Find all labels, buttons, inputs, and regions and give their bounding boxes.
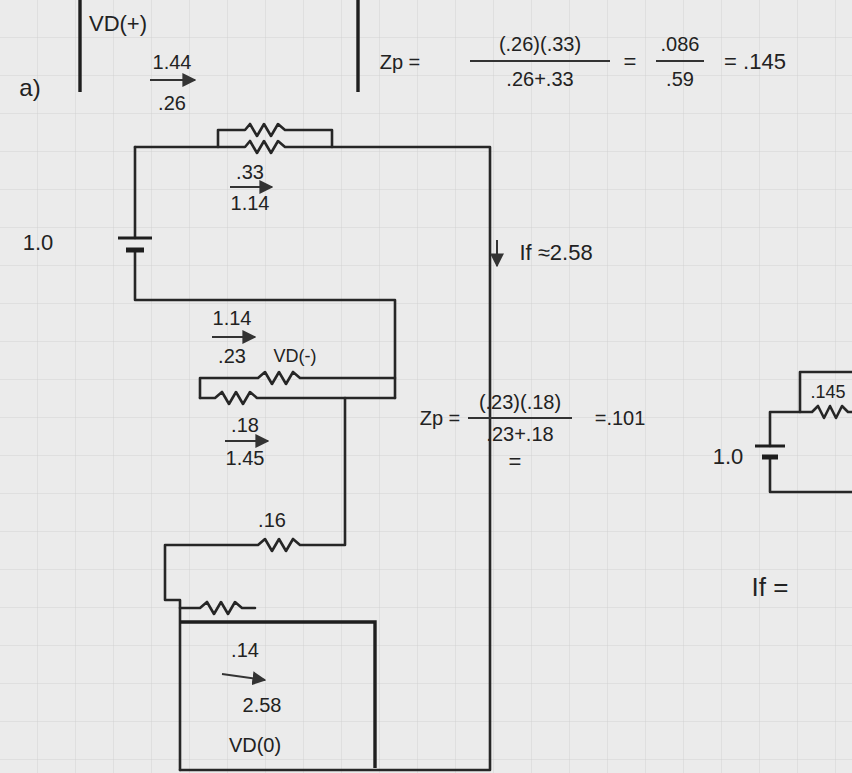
current-value: If ≈2.58 bbox=[519, 240, 592, 265]
resistance-value: .145 bbox=[810, 382, 845, 403]
battery-symbol bbox=[762, 455, 778, 460]
bracket bbox=[80, 0, 358, 92]
resistor-symbol bbox=[800, 372, 852, 418]
current-arrow bbox=[212, 336, 255, 338]
wire bbox=[135, 147, 395, 398]
current-value: If = bbox=[752, 573, 789, 603]
bracket bbox=[180, 622, 375, 768]
current-value: 1.14 bbox=[213, 307, 252, 330]
fraction-bar bbox=[468, 61, 704, 418]
formula-term: Zp = bbox=[380, 51, 421, 74]
formula-term: (.23)(.18) bbox=[479, 391, 561, 414]
wire bbox=[770, 412, 852, 492]
formula-term: = .145 bbox=[724, 49, 786, 74]
resistor-symbol bbox=[165, 398, 345, 770]
current-arrow bbox=[230, 186, 272, 188]
source-voltage: 1.0 bbox=[713, 444, 744, 469]
formula-term: .086 bbox=[661, 33, 700, 56]
formula-term: .59 bbox=[666, 68, 694, 91]
formula-term: .26+.33 bbox=[506, 68, 573, 91]
voltage-label: VD(+) bbox=[89, 11, 147, 36]
current-arrow bbox=[496, 240, 498, 266]
current-value: 1.14 bbox=[231, 192, 270, 215]
resistor-symbol bbox=[200, 372, 395, 398]
current-value: 2.58 bbox=[243, 694, 282, 717]
resistor-symbol bbox=[218, 124, 332, 147]
battery-symbol bbox=[755, 445, 785, 448]
resistance-value: .23 bbox=[218, 345, 246, 368]
formula-term: .23+.18 bbox=[486, 423, 553, 446]
current-value: 1.45 bbox=[226, 447, 265, 470]
current-arrow bbox=[222, 674, 265, 680]
voltage-label: VD(0) bbox=[229, 734, 281, 757]
part-label: a) bbox=[19, 74, 40, 102]
current-arrow bbox=[150, 79, 195, 81]
resistance-value: .33 bbox=[236, 161, 264, 184]
resistance-value: .18 bbox=[231, 414, 259, 437]
current-value: 1.44 bbox=[153, 51, 192, 74]
voltage-label: VD(-) bbox=[274, 346, 317, 367]
source-voltage: 1.0 bbox=[23, 230, 54, 255]
formula-term: (.26)(.33) bbox=[499, 33, 581, 56]
wire bbox=[135, 141, 490, 770]
resistance-value: .26 bbox=[158, 92, 186, 115]
battery-symbol bbox=[126, 248, 144, 253]
current-arrow bbox=[225, 440, 268, 442]
resistance-value: .14 bbox=[231, 639, 259, 662]
battery-symbol bbox=[118, 237, 152, 240]
resistor-symbol bbox=[180, 602, 255, 614]
resistor-symbol bbox=[200, 392, 395, 404]
formula-term: =.101 bbox=[595, 407, 646, 430]
resistance-value: .16 bbox=[258, 509, 286, 532]
formula-term: = bbox=[509, 449, 522, 474]
formula-term: Zp = bbox=[420, 407, 461, 430]
formula-term: = bbox=[624, 49, 637, 74]
